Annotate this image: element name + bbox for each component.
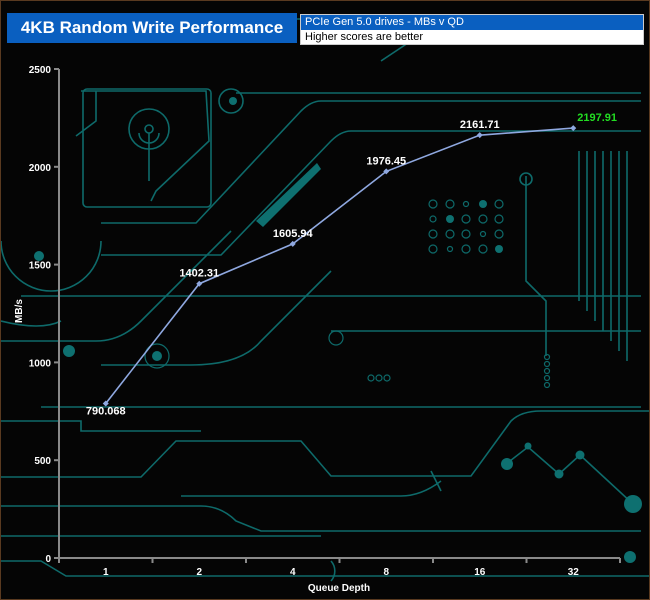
series-line <box>102 125 577 407</box>
x-axis-title: Queue Depth <box>308 583 370 594</box>
data-label: 2197.91 <box>577 112 617 124</box>
x-tick-label: 4 <box>290 567 296 578</box>
x-tick-label: 1 <box>103 567 109 578</box>
data-point-marker <box>383 168 390 175</box>
y-tick-label: 0 <box>45 554 51 565</box>
chart-note: Higher scores are better <box>301 30 643 44</box>
data-point-marker <box>102 400 109 407</box>
data-point-marker <box>570 125 577 132</box>
y-tick-label: 2000 <box>29 163 52 174</box>
y-axis-title: MB/s <box>14 299 25 323</box>
data-point-marker <box>476 132 483 139</box>
y-tick-label: 2500 <box>29 65 52 76</box>
axes <box>55 69 620 562</box>
data-point-marker <box>196 280 203 287</box>
data-label: 1402.31 <box>179 268 219 280</box>
x-tick-label: 16 <box>474 567 486 578</box>
data-label: 1976.45 <box>366 155 406 167</box>
x-axis-ticks: 1 2 4 8 16 32 <box>58 558 621 578</box>
data-labels: 790.068 1402.31 1605.94 1976.45 2161.71 2197.… <box>86 112 617 417</box>
chart-title: 4KB Random Write Performance <box>7 13 297 43</box>
y-tick-label: 1000 <box>29 358 52 369</box>
x-tick-label: 32 <box>568 567 580 578</box>
data-label: 2161.71 <box>460 119 500 131</box>
y-tick-label: 1500 <box>29 261 52 272</box>
subtitle-box: PCIe Gen 5.0 drives - MBs v QD Higher sc… <box>300 14 644 45</box>
data-label: 1605.94 <box>273 228 314 240</box>
data-label: 790.068 <box>86 405 126 417</box>
data-point-marker <box>289 240 296 247</box>
y-axis-ticks: 0 500 1000 1500 2000 2500 <box>29 65 59 565</box>
x-tick-label: 8 <box>383 567 389 578</box>
x-tick-label: 2 <box>196 567 202 578</box>
series-line-path <box>105 127 574 404</box>
y-tick-label: 500 <box>34 456 51 467</box>
chart-subtitle: PCIe Gen 5.0 drives - MBs v QD <box>301 15 643 30</box>
